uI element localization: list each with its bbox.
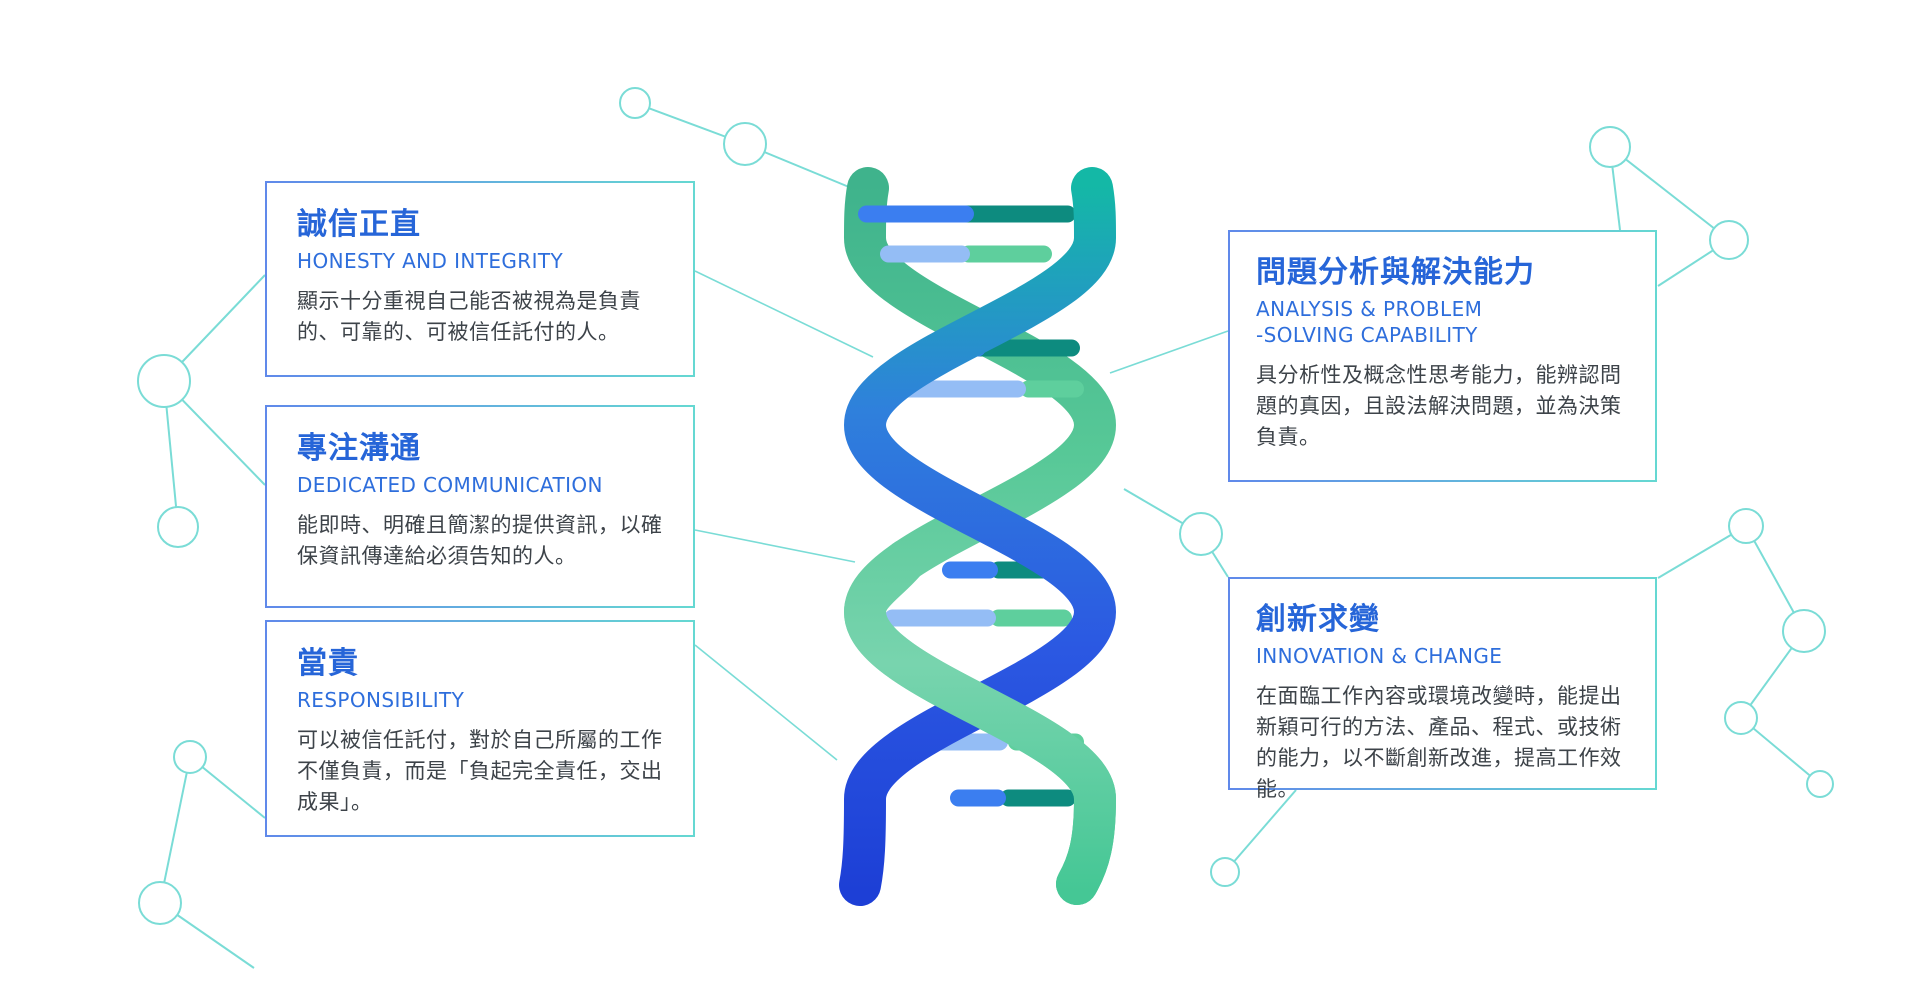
molecule-cluster-top-left — [137, 274, 266, 548]
molecule-node — [1728, 508, 1764, 544]
molecule-node — [1782, 609, 1826, 653]
molecule-node — [1179, 512, 1223, 556]
molecule-node — [1724, 701, 1758, 735]
molecule-node — [619, 87, 651, 119]
molecule-node — [1806, 770, 1834, 798]
connector-responsibility-to-dna — [694, 644, 838, 761]
card-title-zh: 問題分析與解決能力 — [1256, 255, 1535, 290]
card-title-en: RESPONSIBILITY — [297, 688, 465, 712]
dna-helix-illustration — [839, 167, 1117, 906]
card-title-zh: 誠信正直 — [297, 207, 421, 242]
value-card-analysis: 問題分析與解決能力 ANALYSIS & PROBLEM -SOLVING CA… — [1228, 230, 1657, 482]
card-description: 在面臨工作內容或環境改變時，能提出新穎可行的方法、產品、程式、或技術的能力，以不… — [1256, 684, 1622, 801]
molecule-node — [173, 740, 207, 774]
value-card-responsibility: 當責 RESPONSIBILITY 可以被信任託付，對於自己所屬的工作不僅負責，… — [265, 620, 695, 837]
connector-honesty-to-dna — [694, 270, 874, 358]
molecule-decorations — [137, 87, 1834, 969]
card-description: 顯示十分重視自己能否被視為是負責的、可靠的、可被信任託付的人。 — [297, 289, 641, 344]
card-description: 具分析性及概念性思考能力，能辨認問題的真因，且設法解決問題，並為決策負責。 — [1256, 363, 1622, 449]
dna-strand-green-front — [843, 539, 1117, 905]
card-title-zh: 專注溝通 — [297, 431, 421, 466]
molecule-node — [1210, 857, 1240, 887]
connector-dna-to-analysis — [1109, 330, 1229, 374]
card-title-en: DEDICATED COMMUNICATION — [297, 473, 603, 497]
card-title-zh: 創新求變 — [1256, 602, 1380, 637]
connector-lines — [694, 270, 1229, 761]
molecule-cluster-top-center — [619, 87, 850, 188]
molecule-cluster-bottom-center — [1210, 789, 1297, 887]
molecule-cluster-top-right — [1589, 126, 1749, 287]
value-card-innovation: 創新求變 INNOVATION & CHANGE 在面臨工作內容或環境改變時，能… — [1228, 577, 1657, 801]
molecule-node — [137, 354, 191, 408]
card-title-en: HONESTY AND INTEGRITY — [297, 249, 564, 273]
dna-strand-blue — [839, 167, 1117, 906]
molecule-cluster-right — [1657, 508, 1834, 798]
value-card-honesty: 誠信正直 HONESTY AND INTEGRITY 顯示十分重視自己能否被視為… — [265, 181, 695, 377]
molecule-cluster-center — [1123, 488, 1229, 578]
molecule-cluster-bottom-left — [138, 740, 266, 969]
card-description: 可以被信任託付，對於自己所屬的工作不僅負責，而是「負起完全責任，交出成果」。 — [297, 728, 663, 814]
card-title-en: INNOVATION & CHANGE — [1256, 644, 1503, 668]
molecule-node — [138, 881, 182, 925]
card-title-en-line2: -SOLVING CAPABILITY — [1256, 323, 1478, 347]
card-title-zh: 當責 — [297, 646, 359, 681]
value-card-communication: 專注溝通 DEDICATED COMMUNICATION 能即時、明確且簡潔的提… — [265, 405, 695, 608]
molecule-node — [1709, 220, 1749, 260]
connector-communication-to-dna — [694, 529, 856, 563]
card-description: 能即時、明確且簡潔的提供資訊，以確保資訊傳達給必須告知的人。 — [297, 513, 663, 568]
molecule-node — [723, 122, 767, 166]
molecule-node — [157, 506, 199, 548]
card-title-en-line1: ANALYSIS & PROBLEM — [1256, 297, 1483, 321]
molecule-node — [1589, 126, 1631, 168]
